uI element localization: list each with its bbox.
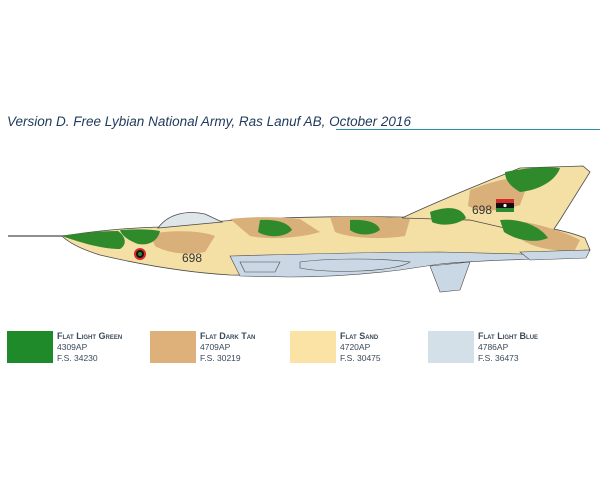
paint-flat-light-green: Flat Light Green 4309AP F.S. 34230 <box>7 331 147 371</box>
camo-green-5 <box>500 219 548 241</box>
canopy <box>157 212 224 229</box>
roundel-nose <box>134 248 146 260</box>
paint-flat-dark-tan: Flat Dark Tan 4709AP F.S. 30219 <box>150 331 290 371</box>
camo-green-3 <box>350 219 380 235</box>
paint-name: Flat Light Blue <box>478 331 539 341</box>
paint-fs: F.S. 30219 <box>200 353 241 363</box>
paint-name: Flat Sand <box>340 331 379 341</box>
camo-green-4 <box>430 208 466 225</box>
color-swatch <box>150 331 196 363</box>
camo-green-tail <box>505 167 560 192</box>
paint-flat-light-blue: Flat Light Blue 4786AP F.S. 36473 <box>428 331 568 371</box>
paint-code: 4309AP <box>57 342 88 352</box>
ventral-fin <box>429 261 471 293</box>
version-title: Version D. Free Lybian National Army, Ra… <box>7 114 411 129</box>
color-swatch <box>7 331 53 363</box>
camo-green-2 <box>258 219 292 237</box>
horizontal-stabilizer <box>519 249 591 261</box>
paint-fs: F.S. 34230 <box>57 353 98 363</box>
camo-green-1 <box>120 229 160 245</box>
wing-pylon <box>239 261 281 273</box>
paint-code: 4709AP <box>200 342 231 352</box>
paint-fs: F.S. 36473 <box>478 353 519 363</box>
paint-name: Flat Light Green <box>57 331 123 341</box>
paint-code: 4720AP <box>340 342 371 352</box>
paint-fs: F.S. 30475 <box>340 353 381 363</box>
color-swatch <box>290 331 336 363</box>
paint-name: Flat Dark Tan <box>200 331 256 341</box>
serial-tail: 698 <box>472 203 492 217</box>
title-divider <box>336 129 600 130</box>
paint-code: 4786AP <box>478 342 509 352</box>
camo-green-nose <box>62 231 125 249</box>
serial-nose: 698 <box>182 251 202 265</box>
color-swatch <box>428 331 474 363</box>
drop-tank <box>299 258 411 272</box>
aircraft-profile: 698 698 <box>8 165 591 293</box>
tail-flag <box>496 199 514 212</box>
paint-flat-sand: Flat Sand 4720AP F.S. 30475 <box>290 331 430 371</box>
camo-tan-3 <box>150 231 215 254</box>
